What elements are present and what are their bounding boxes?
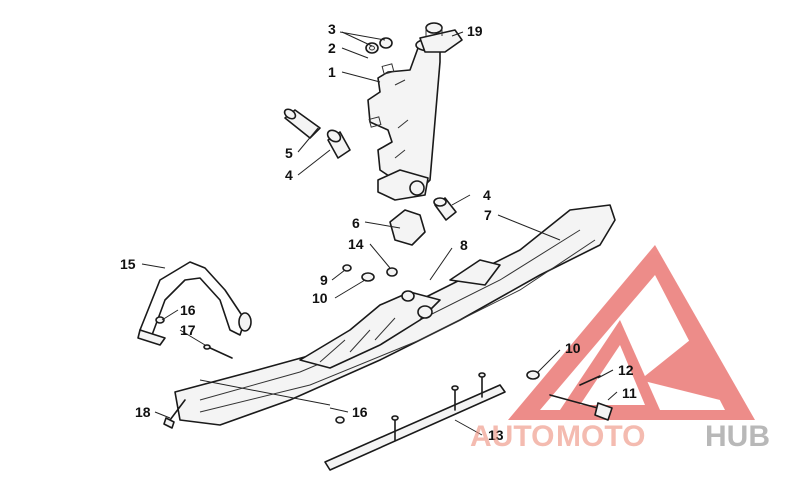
callout-labels: 3 2 1 19 5 4 4 6 7 8 14 9 10 15 16 17 18… <box>120 21 637 443</box>
callout-12: 12 <box>618 362 634 378</box>
callout-7: 7 <box>484 207 492 223</box>
callout-19: 19 <box>467 23 483 39</box>
callout-11: 11 <box>622 385 637 401</box>
bushing-left <box>326 129 351 159</box>
ski-body <box>174 204 616 426</box>
callout-16-top: 16 <box>180 302 196 318</box>
watermark-logo <box>508 245 755 420</box>
callout-9: 9 <box>320 272 328 288</box>
callout-18: 18 <box>135 404 151 420</box>
callout-13: 13 <box>488 427 504 443</box>
callout-8: 8 <box>460 237 468 253</box>
rear-bolt <box>526 370 613 421</box>
bushing-right <box>433 197 457 221</box>
nut-part <box>365 37 393 54</box>
callout-10-bottom: 10 <box>565 340 581 356</box>
callout-4-left: 4 <box>285 167 293 183</box>
block-part <box>389 209 426 246</box>
callout-10-top: 10 <box>312 290 328 306</box>
callout-4-right: 4 <box>483 187 491 203</box>
callout-5: 5 <box>285 145 293 161</box>
spindle-part <box>367 38 445 201</box>
callout-1: 1 <box>328 64 336 80</box>
callout-3: 3 <box>328 21 336 37</box>
callout-15: 15 <box>120 256 136 272</box>
bolt-part-18 <box>163 399 186 429</box>
cap-part <box>419 22 463 53</box>
watermark-hub: HUB <box>705 420 770 453</box>
callout-14: 14 <box>348 236 364 252</box>
callout-16-bottom: 16 <box>352 404 368 420</box>
plug-part <box>155 316 345 424</box>
small-nuts <box>342 264 398 282</box>
handle-part <box>137 261 252 346</box>
bolt-part-17 <box>203 344 233 359</box>
callout-17: 17 <box>180 322 196 338</box>
pin-part <box>283 108 321 139</box>
leader-lines <box>141 31 618 436</box>
wear-bar <box>324 372 506 471</box>
callout-6: 6 <box>352 215 360 231</box>
watermark-auto: AUTO <box>470 420 554 453</box>
watermark-moto: MOTO <box>556 420 645 453</box>
callout-2: 2 <box>328 40 336 56</box>
watermark-text: AUTO MOTO HUB <box>470 420 770 453</box>
